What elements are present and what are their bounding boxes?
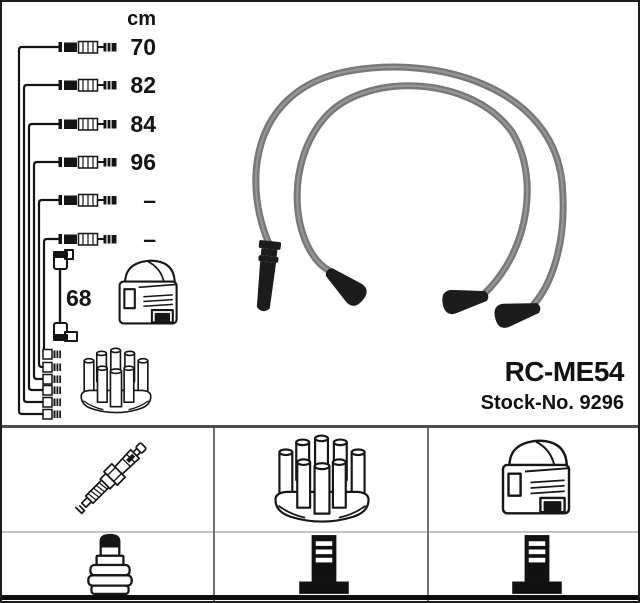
distributor-cap-drawing bbox=[80, 347, 152, 414]
coil-terminal-icon bbox=[512, 535, 562, 594]
table-row-divider bbox=[2, 531, 638, 533]
spark-plug-icon bbox=[71, 438, 151, 518]
plug-terminal-nut-icon bbox=[87, 533, 133, 596]
distributor-cap-icon bbox=[274, 434, 370, 523]
table-column-divider-2 bbox=[427, 428, 429, 601]
distributor-end-stub-icons bbox=[42, 348, 62, 420]
table-column-divider-1 bbox=[213, 428, 215, 601]
unit-header: cm bbox=[127, 8, 156, 30]
coil-wire-length-label: 68 bbox=[66, 285, 92, 311]
cable-set-photo bbox=[252, 63, 567, 330]
distributor-terminal-icon bbox=[299, 535, 349, 594]
cable-loops bbox=[252, 63, 567, 308]
coil-wire bbox=[53, 249, 78, 342]
ignition-coil-drawing bbox=[118, 259, 178, 325]
product-code: RC-ME54 bbox=[504, 356, 625, 387]
cable-length-label-4: 96 bbox=[130, 149, 156, 175]
table-top-border bbox=[2, 425, 638, 428]
ignition-coil-icon bbox=[501, 439, 571, 515]
cable-connector-icons bbox=[57, 40, 118, 246]
wiring-diagram bbox=[17, 40, 178, 420]
stock-number: Stock-No. 9296 bbox=[480, 392, 624, 414]
angled-plug-boot-2 bbox=[440, 283, 491, 316]
cable-harness-lines bbox=[17, 45, 59, 416]
cable-length-label-2: 82 bbox=[130, 72, 156, 98]
straight-plug-boot bbox=[256, 240, 282, 312]
cable-length-label-3: 84 bbox=[130, 111, 156, 137]
cable-length-label-6: – bbox=[143, 226, 156, 252]
table-bottom-border bbox=[2, 595, 638, 600]
cable-length-label-5: – bbox=[143, 187, 156, 213]
cable-length-label-1: 70 bbox=[130, 34, 156, 60]
